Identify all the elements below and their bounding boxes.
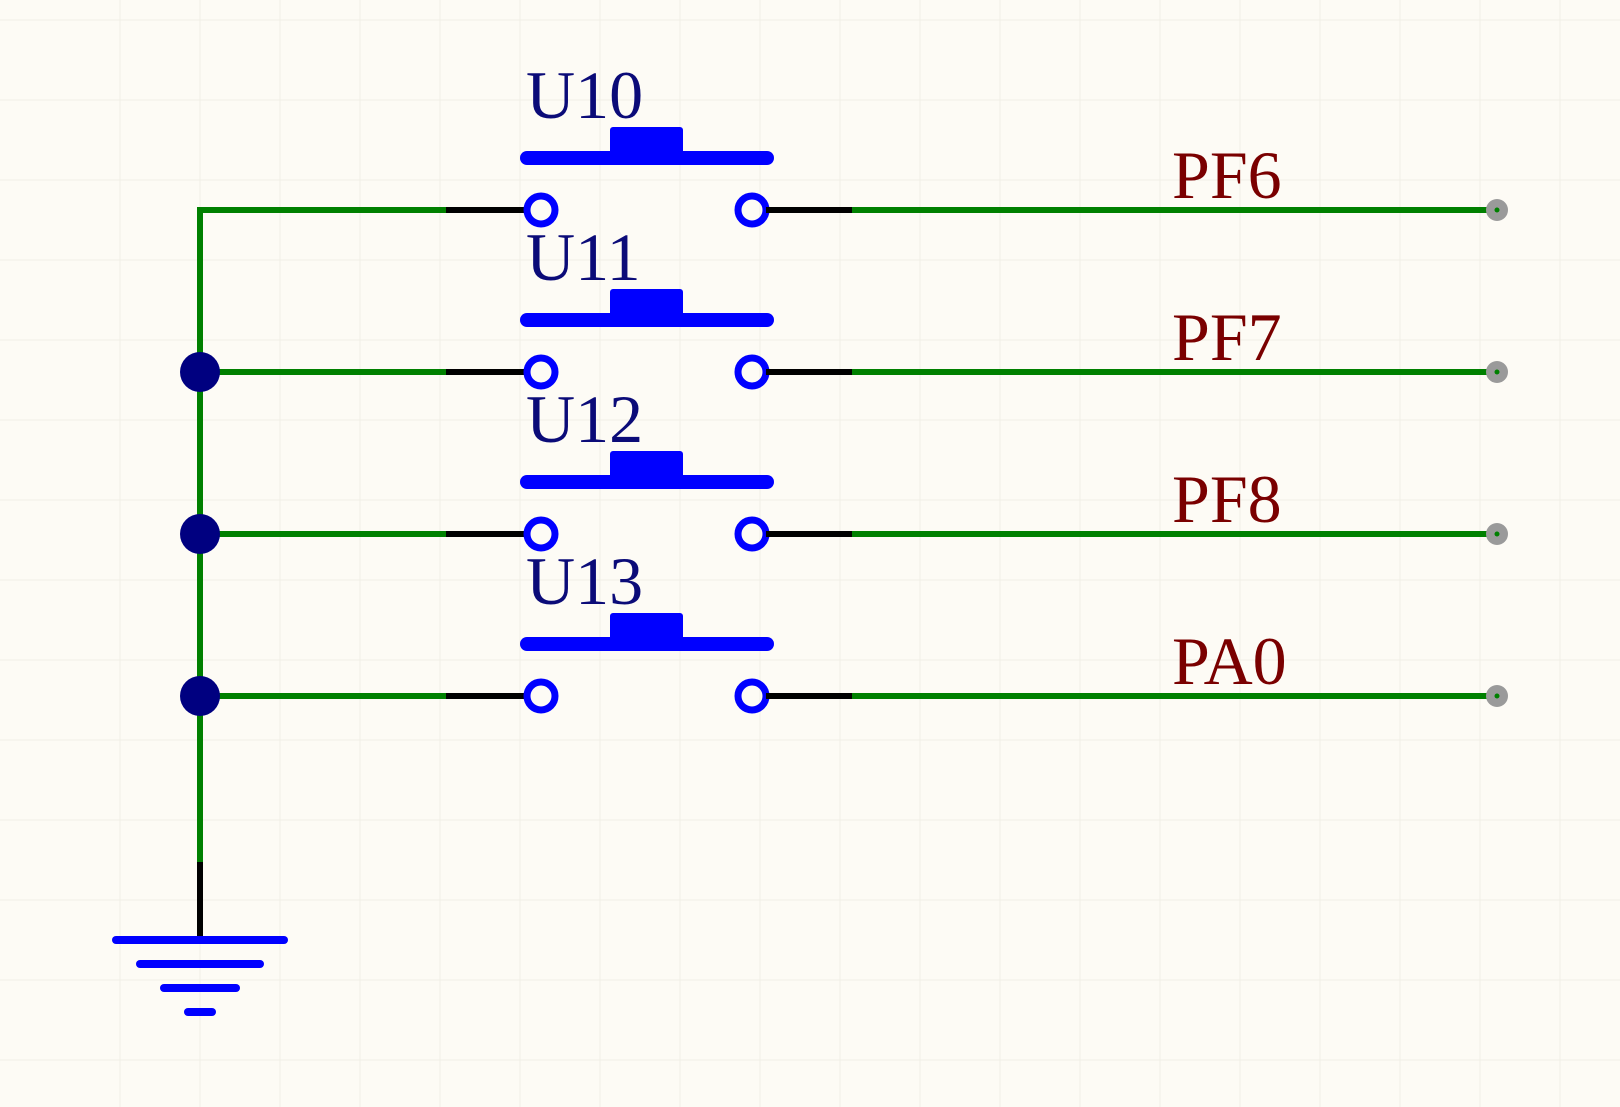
net-port-dot xyxy=(1494,369,1500,375)
switch-plunger xyxy=(610,451,683,481)
net-label: PF8 xyxy=(1172,461,1282,537)
switch-row: PF7 U11 xyxy=(180,219,1508,392)
switch-designator: U10 xyxy=(526,57,643,133)
ground-net xyxy=(112,210,288,1016)
switch-row: PF6 U10 xyxy=(200,57,1508,228)
switch-plunger xyxy=(610,127,683,157)
junction-dot-icon xyxy=(180,676,220,716)
ground-symbol-icon xyxy=(112,936,288,1016)
net-label: PF6 xyxy=(1172,137,1282,213)
push-button-switch-icon[interactable] xyxy=(520,613,774,714)
switch-row: PA0 U13 xyxy=(180,543,1508,716)
switch-designator: U13 xyxy=(526,543,643,619)
switch-designator: U11 xyxy=(526,219,641,295)
net-port-dot xyxy=(1494,693,1500,699)
push-button-switch-icon[interactable] xyxy=(520,289,774,390)
switch-contact-right xyxy=(734,516,770,552)
junction-dot-icon xyxy=(180,352,220,392)
net-port-dot xyxy=(1494,531,1500,537)
switch-contact-right xyxy=(734,354,770,390)
net-label: PF7 xyxy=(1172,299,1282,375)
net-port-dot xyxy=(1494,207,1500,213)
push-button-switch-icon[interactable] xyxy=(520,127,774,228)
switch-contact-left xyxy=(523,192,559,228)
junction-dot-icon xyxy=(180,514,220,554)
switch-contact-left xyxy=(523,354,559,390)
switch-designator: U12 xyxy=(526,381,643,457)
switch-contact-right xyxy=(734,192,770,228)
net-label: PA0 xyxy=(1172,623,1287,699)
switch-plunger xyxy=(610,613,683,643)
switch-contact-left xyxy=(523,678,559,714)
switch-row: PF8 U12 xyxy=(180,381,1508,554)
switch-contact-left xyxy=(523,516,559,552)
switch-plunger xyxy=(610,289,683,319)
switch-contact-right xyxy=(734,678,770,714)
